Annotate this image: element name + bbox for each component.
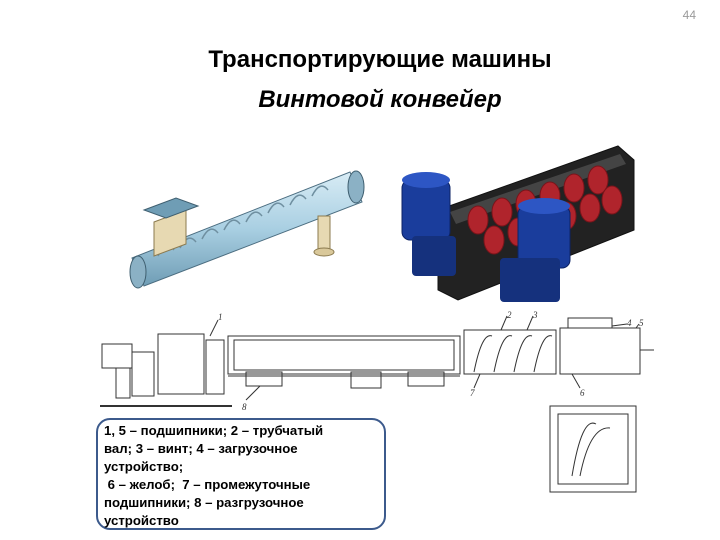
caption-line: вал; 3 – винт; 4 – загрузочное [104,441,298,456]
drawing-label-3: 3 [532,310,538,320]
tubular-screw-conveyor-illustration [129,170,365,289]
caption-line: устройство [104,513,179,528]
slide-number: 44 [682,8,696,22]
caption-line: подшипники; 8 – разгрузочное [104,495,304,510]
drawing-label-1: 1 [218,312,223,322]
drawing-label-8: 8 [242,402,247,412]
drawing-label-4: 4 [627,318,632,328]
trough-screw-conveyor-photo [401,145,635,302]
legend-caption-box: 1, 5 – подшипники; 2 – трубчатый вал; 3 … [96,418,386,530]
slide-subtitle: Винтовой конвейер [258,86,502,113]
drawing-label-6: 6 [580,388,585,398]
screw-conveyor-technical-drawing: 1 2 3 4 5 6 7 8 [100,310,654,493]
drawing-label-2: 2 [507,310,512,320]
caption-line: устройство; [104,459,184,474]
caption-line: 1, 5 – подшипники; 2 – трубчатый [104,423,324,438]
drawing-label-5: 5 [639,318,644,328]
drawing-label-7: 7 [470,388,475,398]
caption-line: 6 – желоб; 7 – промежуточные [104,477,311,492]
slide-title: Транспортирующие машины [208,46,552,73]
